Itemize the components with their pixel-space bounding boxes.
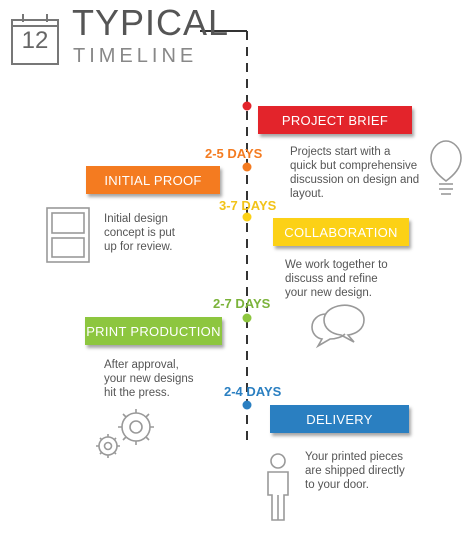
banner-collaboration: COLLABORATION <box>273 218 409 246</box>
banner-label: DELIVERY <box>306 411 373 427</box>
timeline-dot-print-production <box>242 313 252 323</box>
description-collaboration: We work together to discuss and refine y… <box>285 259 388 299</box>
page-subtitle: TIMELINE <box>73 45 198 67</box>
document-layout-icon <box>46 207 90 263</box>
calendar-day: 12 <box>21 27 49 54</box>
banner-label: COLLABORATION <box>284 224 398 240</box>
banner-initial-proof: INITIAL PROOF <box>86 166 220 194</box>
duration-collaboration: 3-7 DAYS <box>219 198 277 213</box>
description-project-brief: Projects start with a quick but comprehe… <box>290 146 420 200</box>
description-print-production: After approval, your new designs hit the… <box>104 359 194 399</box>
page-title: TYPICAL <box>72 2 230 43</box>
duration-delivery: 2-4 DAYS <box>224 384 282 399</box>
person-icon <box>267 453 289 521</box>
timeline-dot-initial-proof <box>242 162 252 172</box>
banner-print-production: PRINT PRODUCTION <box>85 317 222 345</box>
lightbulb-icon <box>430 140 462 195</box>
description-delivery: Your printed pieces are shipped directly… <box>305 451 405 491</box>
banner-label: INITIAL PROOF <box>104 172 202 188</box>
banner-label: PRINT PRODUCTION <box>86 323 221 339</box>
gears-icon <box>96 409 154 458</box>
description-initial-proof: Initial design concept is put up for rev… <box>104 213 175 253</box>
banner-project-brief: PROJECT BRIEF <box>258 106 412 134</box>
duration-print-production: 2-7 DAYS <box>213 296 271 311</box>
banner-delivery: DELIVERY <box>270 405 409 433</box>
calendar-icon <box>11 14 59 65</box>
timeline-dot-project-brief <box>242 101 252 111</box>
speech-bubbles-icon <box>311 304 365 349</box>
banner-label: PROJECT BRIEF <box>281 112 389 128</box>
timeline-dot-collaboration <box>242 212 252 222</box>
timeline-dot-delivery <box>242 400 252 410</box>
duration-initial-proof: 2-5 DAYS <box>205 146 263 161</box>
